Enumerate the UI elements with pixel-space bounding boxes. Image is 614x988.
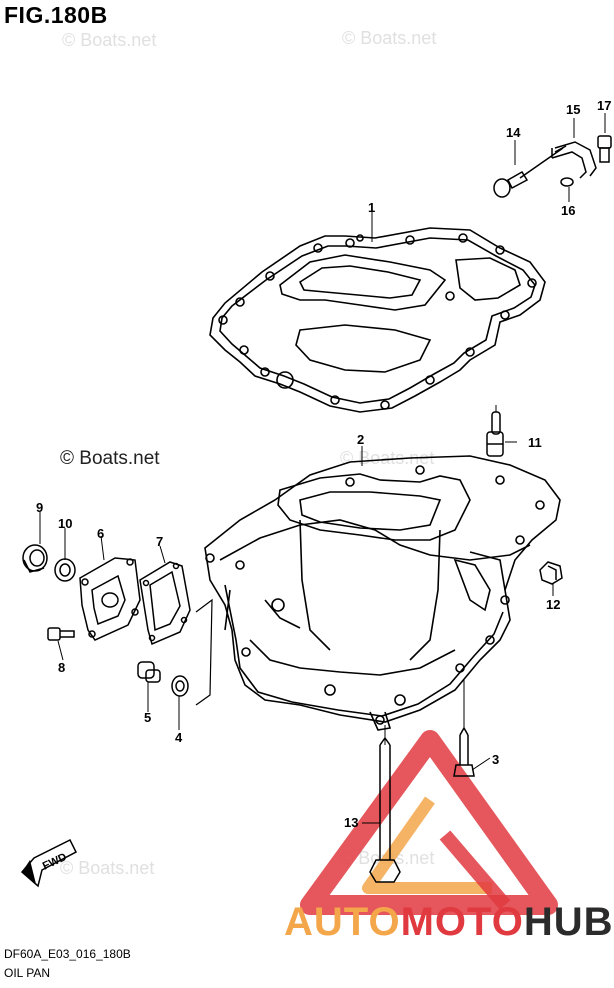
callout-4: 4 bbox=[175, 730, 183, 745]
bolt-part-17 bbox=[597, 135, 612, 163]
callout-3: 3 bbox=[492, 752, 499, 767]
washer-part-10 bbox=[54, 558, 76, 582]
gasket-part-7 bbox=[139, 561, 191, 646]
plug-part-5 bbox=[137, 661, 161, 683]
figure-title: FIG.180B bbox=[4, 2, 108, 28]
callout-16: 16 bbox=[561, 203, 575, 218]
guide-tube-part-15 bbox=[551, 141, 597, 179]
callout-6: 6 bbox=[97, 526, 104, 541]
callout-5: 5 bbox=[144, 710, 151, 725]
callout-8: 8 bbox=[58, 660, 65, 675]
watermark-bottom-left: © Boats.net bbox=[60, 858, 155, 878]
brand-wordmark: AUTOMOTOHUB bbox=[284, 900, 614, 945]
brand-part-auto: AUTO bbox=[284, 900, 401, 944]
watermark-top-left: © Boats.net bbox=[62, 30, 157, 50]
callout-15: 15 bbox=[566, 102, 580, 117]
callout-17: 17 bbox=[597, 98, 611, 113]
plug-part-12 bbox=[539, 561, 563, 585]
callout-2: 2 bbox=[357, 432, 364, 447]
watermark-top-right: © Boats.net bbox=[342, 28, 437, 48]
callout-13: 13 bbox=[344, 815, 358, 830]
callout-14: 14 bbox=[506, 125, 521, 140]
o-ring-part-16 bbox=[560, 177, 574, 187]
callout-12: 12 bbox=[546, 597, 560, 612]
callout-11: 11 bbox=[528, 435, 542, 450]
assembly-lines bbox=[384, 405, 497, 745]
callout-labels: 1 2 3 4 5 6 7 8 9 10 11 12 13 14 15 16 1… bbox=[36, 98, 611, 830]
gasket-part-1 bbox=[209, 227, 546, 413]
watermark-mid-left: © Boats.net bbox=[60, 448, 160, 469]
figure-code: DF60A_E03_016_180B bbox=[4, 947, 131, 961]
watermark-mid-right: © Boats.net bbox=[340, 448, 435, 468]
fitting-part-11 bbox=[486, 411, 504, 457]
washer-part-4 bbox=[171, 675, 189, 697]
callout-10: 10 bbox=[58, 516, 72, 531]
leader-lines bbox=[39, 113, 606, 824]
callout-9: 9 bbox=[36, 500, 43, 515]
figure-caption: OIL PAN bbox=[4, 966, 51, 980]
fwd-arrow-icon: FWD bbox=[20, 838, 77, 888]
callout-7: 7 bbox=[156, 534, 163, 549]
callout-1: 1 bbox=[368, 200, 375, 215]
dipstick-part-14 bbox=[493, 145, 567, 198]
oil-pan-part-2 bbox=[204, 455, 561, 731]
drain-plug-part-9 bbox=[22, 544, 48, 573]
bolt-part-13 bbox=[369, 736, 401, 883]
cover-plate-part-6 bbox=[79, 557, 141, 641]
bolt-part-8 bbox=[47, 627, 75, 641]
assembly-bracket-lines bbox=[195, 598, 213, 706]
brand-part-hub: HUB bbox=[523, 900, 614, 944]
brand-part-moto: MOTO bbox=[400, 900, 524, 944]
